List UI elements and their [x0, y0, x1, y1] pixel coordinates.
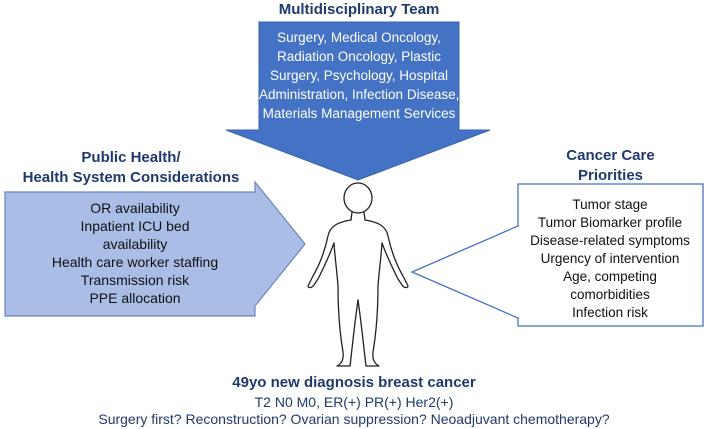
- right-title-line: Cancer Care: [566, 147, 655, 164]
- top-arrow: [225, 21, 491, 181]
- person-icon: [307, 182, 409, 367]
- left-title-line: Health System Considerations: [22, 169, 240, 186]
- left-arrow: [4, 180, 306, 317]
- right-title-line: Priorities: [577, 167, 644, 184]
- case-staging: T2 N0 M0, ER(+) PR(+) Her2(+): [254, 394, 454, 410]
- left-line: Transmission risk: [80, 272, 190, 288]
- top-line: Surgery, Medical Oncology,: [277, 30, 441, 45]
- right-line: Disease-related symptoms: [530, 233, 690, 248]
- top-line: Materials Management Services: [262, 106, 456, 121]
- top-title: Multidisciplinary Team: [200, 0, 518, 20]
- top-box-text: Surgery, Medical Oncology, Radiation Onc…: [259, 28, 459, 123]
- left-box-text: OR availability Inpatient ICU bed availa…: [10, 199, 260, 307]
- top-line: Radiation Oncology, Plastic: [276, 49, 442, 64]
- right-line: Tumor stage: [572, 197, 648, 212]
- right-line: comorbidities: [570, 287, 650, 302]
- top-line: Administration, Infection Disease,: [259, 87, 460, 102]
- top-line: Surgery, Psychology, Hospital: [269, 68, 449, 83]
- right-line: Urgency of intervention: [540, 251, 680, 266]
- top-title-text: Multidisciplinary Team: [278, 1, 440, 18]
- right-title: Cancer Care Priorities: [518, 146, 703, 186]
- left-line: Health care worker staffing: [51, 254, 219, 270]
- case-questions: Surgery first? Reconstruction? Ovarian s…: [98, 411, 610, 427]
- right-line: Tumor Biomarker profile: [537, 215, 683, 230]
- right-line: Age, competing: [563, 269, 657, 284]
- left-title: Public Health/ Health System Considerati…: [0, 148, 262, 188]
- right-line: Infection risk: [572, 305, 648, 320]
- right-arrow: [410, 183, 704, 327]
- left-line: OR availability: [90, 200, 180, 216]
- case-headline: 49yo new diagnosis breast cancer: [232, 374, 476, 391]
- left-title-line: Public Health/: [81, 149, 181, 166]
- left-line: availability: [102, 236, 168, 252]
- left-line: Inpatient ICU bed: [80, 218, 190, 234]
- right-box-text: Tumor stage Tumor Biomarker profile Dise…: [520, 196, 700, 322]
- left-line: PPE allocation: [89, 290, 181, 306]
